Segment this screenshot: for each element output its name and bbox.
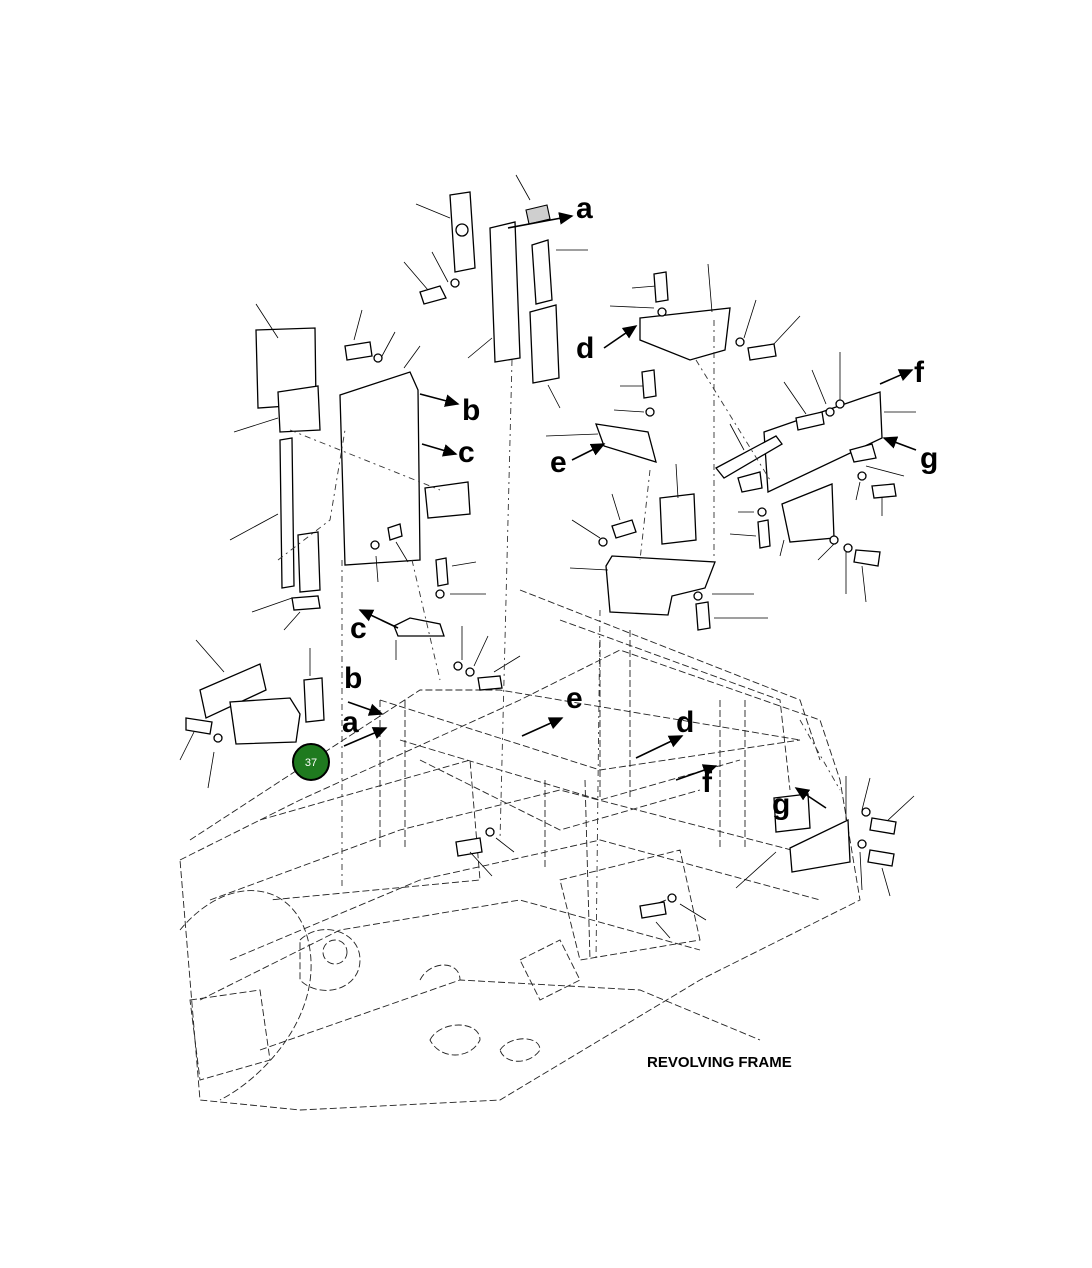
ref-letter-b-lower: b	[344, 662, 362, 695]
callout-label: 37	[305, 757, 317, 769]
ref-letter-b-upper: b	[462, 394, 480, 427]
lower-center-parts	[455, 717, 915, 939]
ref-letter-d-lower: d	[676, 706, 694, 739]
middle-bracket-c	[358, 557, 521, 691]
lower-left-parts	[179, 639, 388, 789]
ref-letter-f-upper: f	[914, 356, 925, 389]
ref-letter-e-upper: e	[550, 446, 567, 479]
ref-letter-c-lower: c	[350, 612, 367, 645]
ref-letter-f-lower: f	[702, 766, 713, 799]
right-bracket-assembly	[715, 352, 917, 603]
ref-letter-g-lower: g	[772, 788, 790, 821]
reference-letters: a b c d e f g c b a e d f g	[342, 192, 938, 821]
callout-circle[interactable]	[292, 743, 330, 781]
trim-panel-upper-center	[403, 174, 588, 409]
ref-letter-a-top: a	[576, 192, 593, 225]
ref-letter-c-upper: c	[458, 436, 475, 469]
center-brackets	[545, 263, 801, 631]
revolving-frame-drawing	[179, 589, 861, 1111]
ref-letter-g-upper: g	[920, 442, 938, 475]
ref-letter-e-lower: e	[566, 682, 583, 715]
left-side-panels	[229, 303, 471, 631]
callout-marker[interactable]: 37	[292, 743, 330, 781]
ref-letter-d-upper: d	[576, 332, 594, 365]
ref-letter-a-lower: a	[342, 706, 359, 739]
assembly-guide-lines	[277, 320, 841, 961]
diagram-caption: REVOLVING FRAME	[647, 1054, 792, 1071]
